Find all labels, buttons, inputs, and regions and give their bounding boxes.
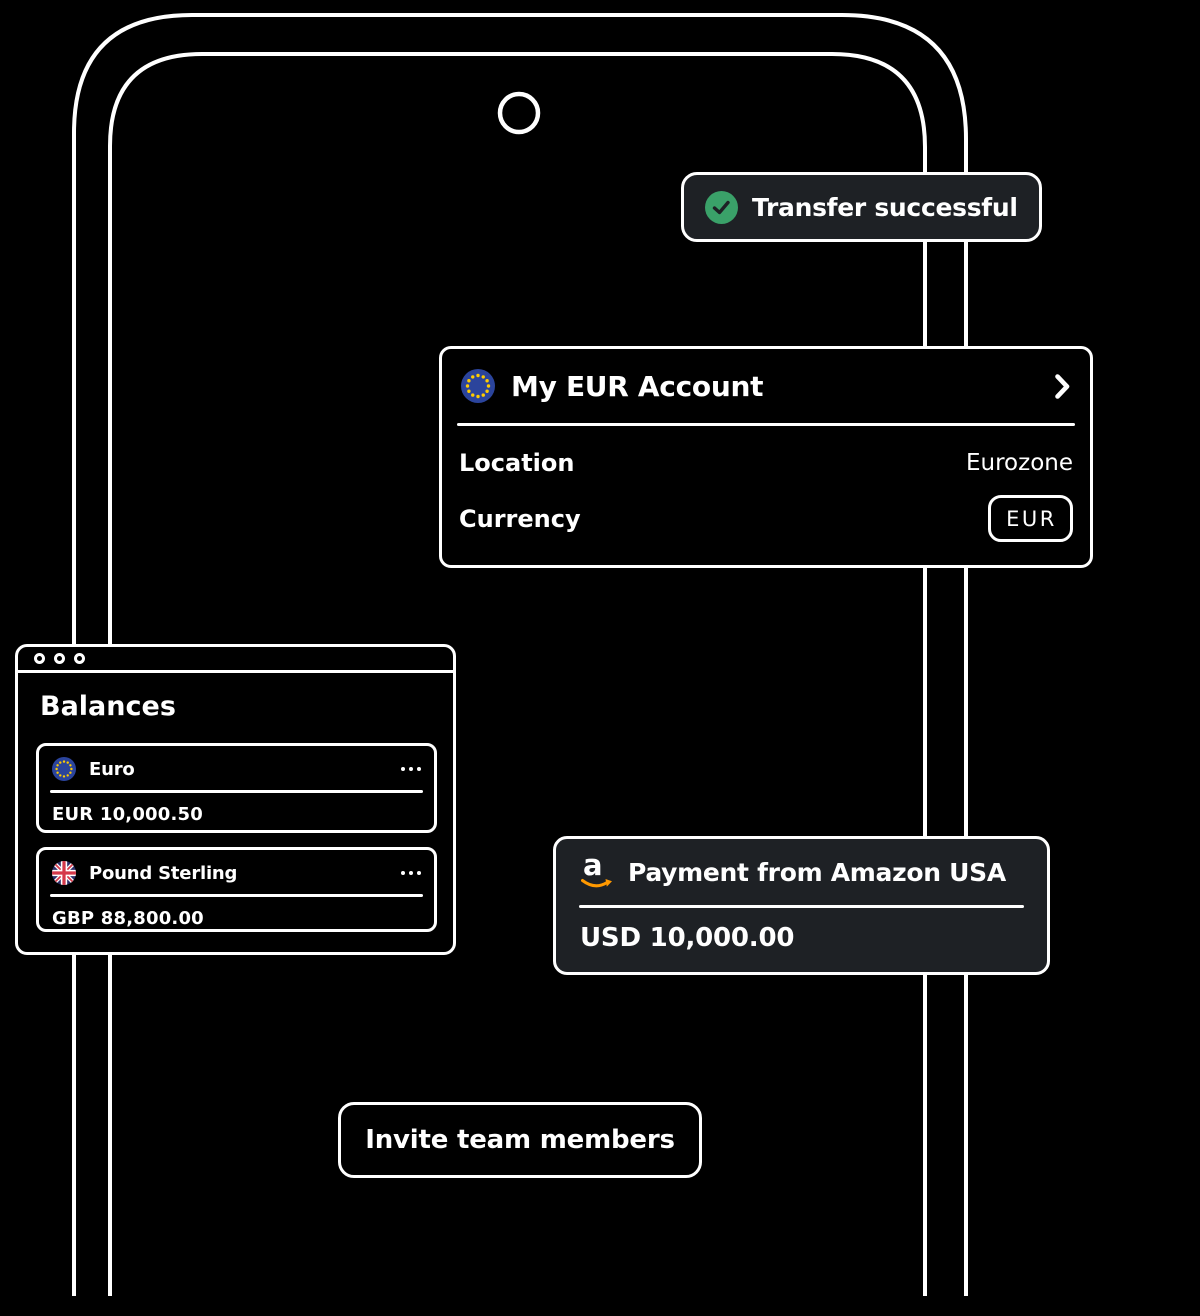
toast-label: Transfer successful [752,192,1018,222]
window-dot [34,653,45,664]
amazon-letter: a [583,848,603,882]
window-titlebar [18,647,453,673]
ellipsis-dot [416,870,421,876]
payment-notification-card: a Payment from Amazon USA USD 10,000.00 [553,836,1050,975]
eu-flag-icon [461,369,495,403]
balance-head: Euro [39,748,434,790]
ellipsis-dot [416,766,421,772]
chevron-right-icon[interactable] [1054,373,1071,400]
invite-team-members-button[interactable]: Invite team members [338,1102,702,1178]
more-options-button[interactable] [400,761,421,778]
payment-amount: USD 10,000.00 [580,923,795,953]
divider [457,423,1075,426]
divider [50,894,423,897]
account-header-row[interactable]: My EUR Account [457,349,1075,423]
balances-window: Balances Euro EUR 10,000.50 Pound Sterli… [15,644,456,955]
divider [50,790,423,793]
amazon-smile-icon [581,879,612,888]
currency-pill[interactable]: EUR [988,495,1073,542]
more-options-button[interactable] [400,865,421,882]
eur-account-card: My EUR Account Location Eurozone Currenc… [439,346,1093,568]
eu-flag-icon [52,757,76,781]
payment-head: a Payment from Amazon USA [556,839,1047,905]
balance-amount: GBP 88,800.00 [52,908,204,929]
divider [579,905,1024,908]
balances-title: Balances [40,691,176,722]
currency-label: Currency [459,504,581,533]
uk-flag-icon [52,861,76,885]
phone-inner-outline [108,52,927,1296]
check-icon [705,190,738,224]
balance-card-euro[interactable]: Euro EUR 10,000.50 [36,743,437,833]
phone-outer-outline [72,13,968,1296]
balance-name: Pound Sterling [89,862,238,884]
ellipsis-dot [408,766,413,772]
amazon-logo-icon: a [580,849,614,895]
ellipsis-dot [408,870,413,876]
location-value: Eurozone [965,450,1073,476]
balance-amount: EUR 10,000.50 [52,804,203,825]
balance-head: Pound Sterling [39,852,434,894]
balance-name: Euro [89,758,135,780]
ellipsis-dot [400,766,405,772]
payment-title: Payment from Amazon USA [628,857,1006,887]
transfer-success-toast: Transfer successful [681,172,1042,242]
ellipsis-dot [400,870,405,876]
location-row: Location Eurozone [457,443,1075,483]
balance-card-gbp[interactable]: Pound Sterling GBP 88,800.00 [36,847,437,932]
account-title: My EUR Account [511,369,764,403]
phone-camera-icon [497,91,541,135]
currency-row: Currency EUR [457,495,1075,542]
window-dot [74,653,85,664]
window-dot [54,653,65,664]
location-label: Location [459,449,575,477]
